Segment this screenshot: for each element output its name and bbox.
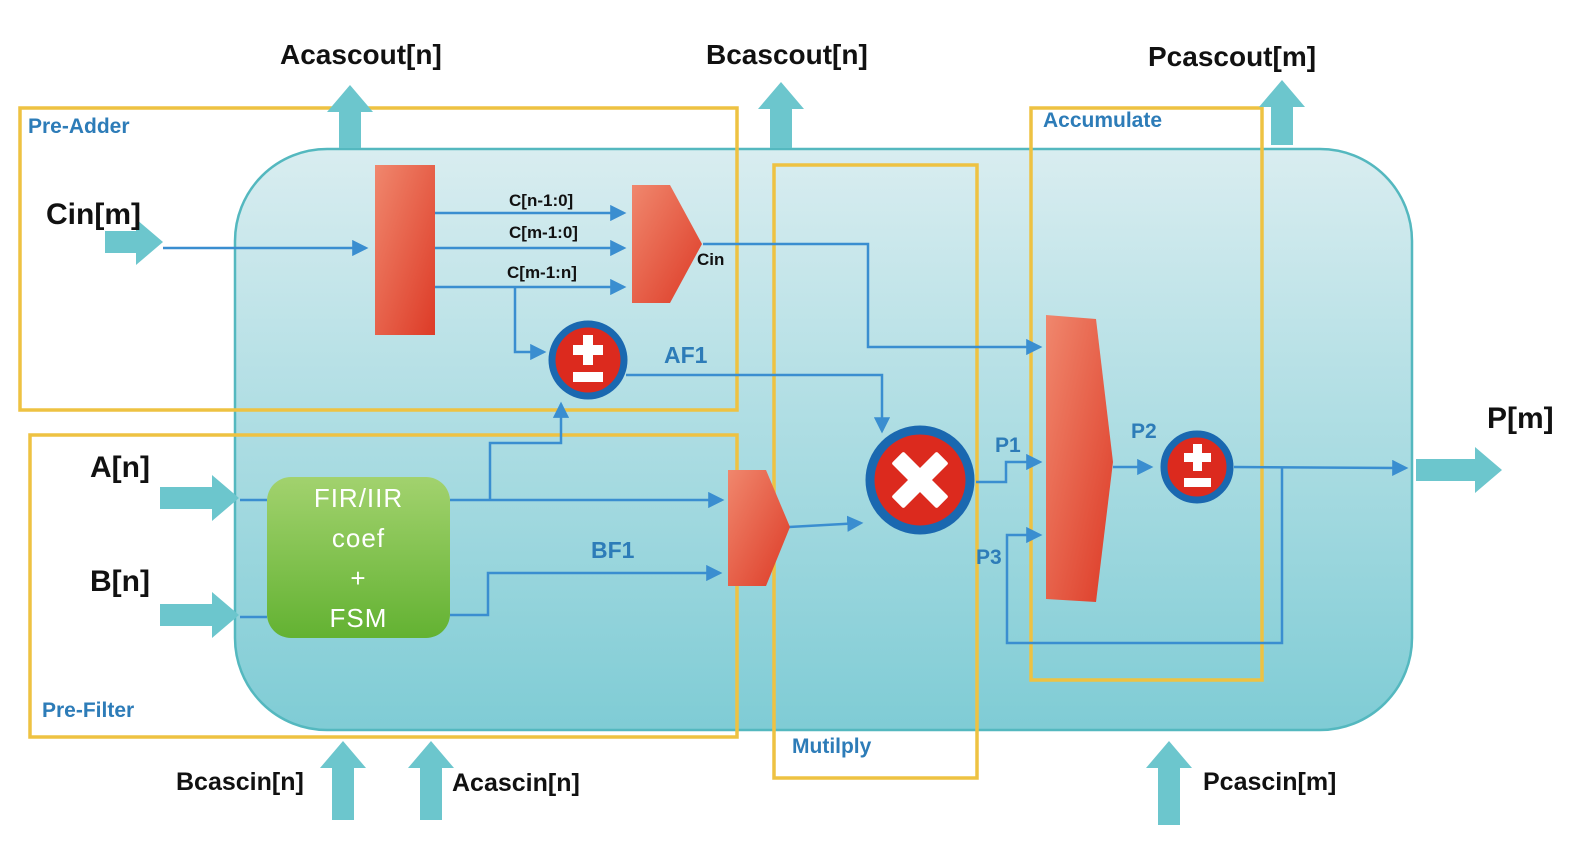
wire-bmux-to-multiplier — [788, 515, 864, 532]
pcascout-arrow-icon — [1259, 80, 1305, 145]
cin-port-label: Cin[m] — [46, 198, 141, 231]
filter-line-2: coef — [331, 522, 386, 553]
filter-line-1: FIR/IIR — [313, 482, 404, 513]
pcascout-port-label: Pcascout[m] — [1148, 41, 1317, 72]
dsp-slice-container — [233, 147, 1414, 732]
af1-signal-label: AF1 — [664, 342, 708, 368]
filter-line-3: + — [350, 562, 367, 593]
wire-cinmux-to-accmux — [703, 242, 1043, 356]
cin-register-block — [375, 165, 435, 335]
a-arrow-icon — [160, 475, 239, 521]
c-m-1-n-bus-label: C[m-1:n] — [507, 263, 577, 282]
acascout-port-label: Acascout[n] — [280, 39, 442, 70]
pre-adder-addsub-circle — [548, 320, 628, 400]
p2-signal-label: P2 — [1131, 420, 1157, 443]
wire-p1 — [976, 453, 1043, 484]
b-arrow-icon — [160, 592, 239, 638]
wire-c-branch-to-preadder — [513, 287, 547, 361]
wire-af1 — [626, 373, 891, 434]
b-input-mux — [728, 470, 790, 586]
cin-mux-out-label: Cin — [697, 250, 725, 269]
cin-mux — [632, 185, 702, 303]
acascin-arrow-icon — [408, 741, 454, 820]
p3-signal-label: P3 — [976, 546, 1002, 569]
wire-p3-feedback — [1005, 468, 1284, 645]
accumulate-mux — [1046, 315, 1113, 602]
accumulate-box-outline — [1029, 106, 1264, 682]
p-arrow-icon — [1416, 447, 1502, 493]
multiply-section-label: Mutilply — [792, 735, 872, 758]
fir-iir-fsm-text: FIR/IIR coef + FSM — [267, 477, 450, 638]
cin-arrow-icon — [105, 219, 163, 265]
wires — [163, 204, 1409, 645]
bcascout-port-label: Bcascout[n] — [706, 39, 868, 70]
p1-signal-label: P1 — [995, 434, 1021, 457]
c-n-1-0-bus-label: C[n-1:0] — [509, 191, 574, 210]
bf1-signal-label: BF1 — [591, 537, 635, 563]
a-port-label: A[n] — [90, 451, 150, 484]
pcascin-port-label: Pcascin[m] — [1203, 768, 1337, 796]
port-arrows — [105, 80, 1502, 825]
accumulate-section-label: Accumulate — [1043, 109, 1163, 132]
multiplier-circle — [865, 425, 975, 535]
accumulate-addsub-circle — [1160, 430, 1234, 504]
p-port-label: P[m] — [1487, 402, 1554, 435]
acascin-port-label: Acascin[n] — [452, 769, 580, 797]
pre-adder-box-outline — [18, 106, 739, 412]
wire-bf1 — [450, 564, 723, 617]
filter-line-4: FSM — [329, 602, 388, 633]
acascout-arrow-icon — [327, 85, 373, 148]
pre-filter-section-label: Pre-Filter — [42, 699, 135, 722]
wire-a-to-preadder — [488, 401, 570, 500]
multiply-box-outline — [772, 163, 979, 780]
b-port-label: B[n] — [90, 565, 150, 598]
bcascout-arrow-icon — [758, 82, 804, 148]
c-m-1-0-bus-label: C[m-1:0] — [509, 223, 578, 242]
pre-adder-section-label: Pre-Adder — [28, 115, 130, 138]
bcascin-arrow-icon — [320, 741, 366, 820]
fir-iir-fsm-block — [267, 477, 450, 638]
bcascin-port-label: Bcascin[n] — [176, 768, 304, 796]
wire-p-out — [1233, 459, 1409, 477]
pcascin-arrow-icon — [1146, 741, 1192, 825]
